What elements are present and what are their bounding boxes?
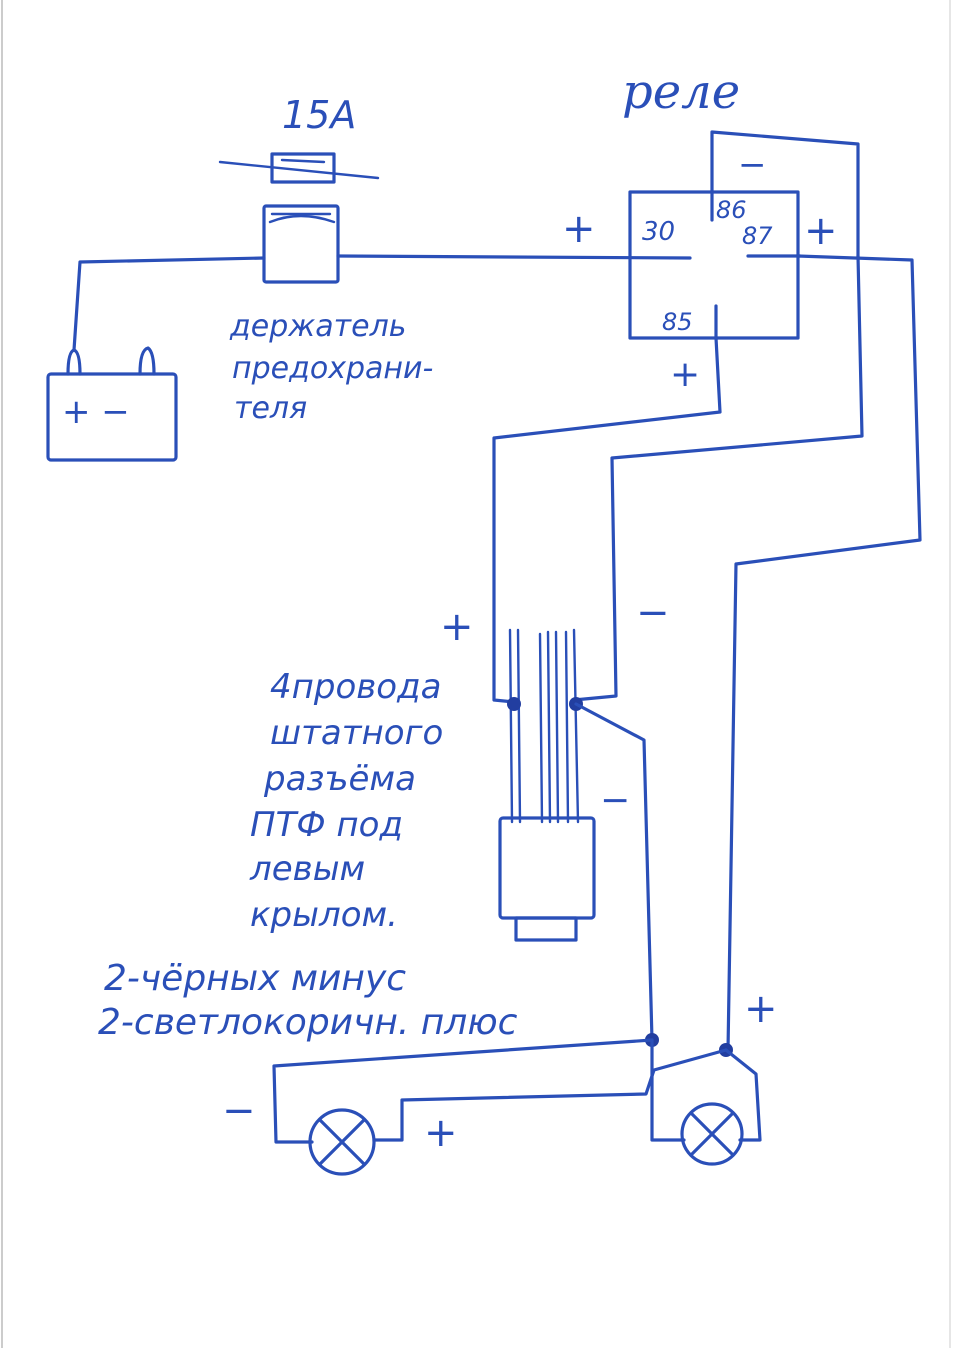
battery-polarity-label: + − — [62, 392, 130, 432]
right-fog-lamp — [680, 1102, 744, 1166]
connector-caption: 4провода штатного разъёма ПТФ под левым … — [249, 667, 443, 935]
connector-line6: крылом. — [250, 895, 398, 935]
relay-pin-30: 30 — [642, 217, 675, 247]
relay-87-plus-label: + — [804, 208, 838, 254]
connector-ground-wire — [574, 702, 654, 1042]
connector-wires: + − − — [440, 590, 670, 824]
connector-line3: разъёма — [263, 759, 416, 799]
connector-plus-label: + — [440, 604, 474, 650]
connector-line1: 4провода — [270, 667, 441, 707]
fuse-holder-caption: держатель предохрани- теля — [229, 309, 433, 426]
relay-30-plus-label: + — [562, 206, 596, 252]
relay-minus-label: − — [738, 145, 767, 185]
right-lamp-plus-wire — [724, 1048, 762, 1142]
relay-87-output-wire — [726, 254, 922, 1052]
fuse: 15A — [218, 93, 380, 184]
battery: + − — [46, 346, 178, 462]
battery-positive-wire — [72, 256, 266, 352]
relay-pin-87: 87 — [742, 222, 773, 250]
wire-color-note: 2-чёрных минус 2-светлокоричн. плюс — [98, 958, 518, 1043]
left-fog-lamp — [308, 1108, 376, 1176]
fuse-holder-line1: держатель — [229, 309, 406, 344]
connector-plug — [498, 816, 596, 942]
fuse-holder — [262, 204, 340, 284]
right-lamp-ground-wire — [650, 1038, 686, 1142]
fuse-rating-label: 15A — [282, 93, 356, 137]
relay-86-ground-wire — [572, 254, 864, 702]
lamp-left-plus-label: + — [424, 1110, 458, 1156]
connector-line2: штатного — [270, 713, 443, 753]
relay-title: реле — [622, 64, 740, 120]
fuse-to-relay-30-wire — [336, 254, 692, 260]
connector-line5: левым — [249, 849, 365, 889]
connector-minus-label: − — [636, 590, 670, 636]
left-lamp-plus-wire — [372, 1048, 728, 1142]
lamp-left-minus-label: − — [222, 1088, 256, 1134]
fuse-holder-line3: теля — [234, 391, 307, 426]
lamps-plus-right-label: + — [744, 986, 778, 1032]
relay-85-plus-label: + — [670, 354, 700, 395]
relay: реле − 30 86 87 85 + — [622, 64, 860, 340]
relay-pin-85: 85 — [662, 308, 693, 336]
fuse-holder-line2: предохрани- — [232, 351, 433, 386]
relay-pin-86: 86 — [716, 196, 747, 224]
note-line1: 2-чёрных минус — [104, 958, 406, 999]
note-line2: 2-светлокоричн. плюс — [98, 1002, 518, 1043]
relay-85-control-wire — [492, 336, 722, 704]
junction-dot-plus — [507, 697, 521, 711]
left-lamp-ground-wire — [272, 1038, 654, 1144]
connector-line4: ПТФ под — [250, 805, 403, 845]
connector-minus2-label: − — [600, 780, 630, 821]
